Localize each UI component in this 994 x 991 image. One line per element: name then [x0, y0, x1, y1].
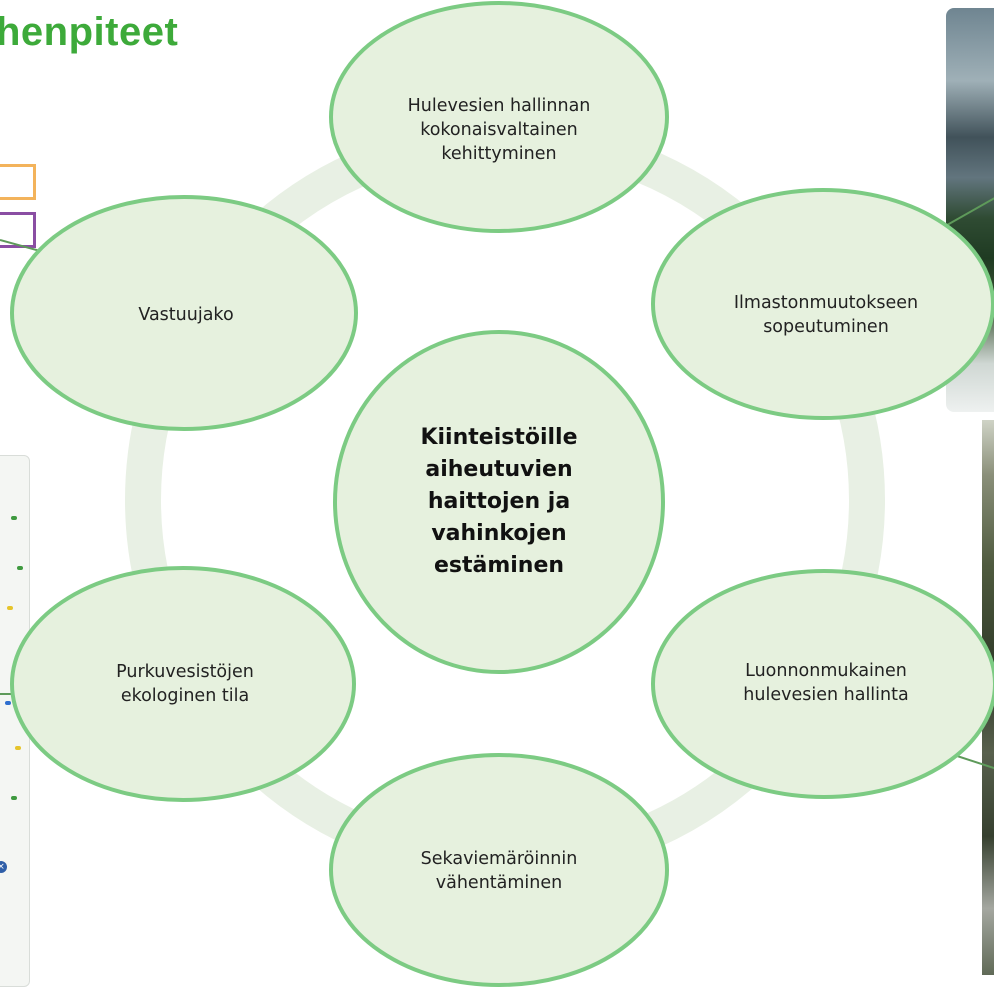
node-bottom: [329, 753, 669, 987]
map-close-icon[interactable]: ×: [0, 861, 7, 873]
label-left-upper: Vastuujako: [138, 305, 234, 325]
label-right-lower: Luonnonmukainen hulevesien hallinta: [743, 661, 909, 705]
node-top: [329, 1, 669, 233]
node-right-upper: [651, 188, 994, 420]
node-left-upper: [10, 195, 358, 431]
label-center: Kiinteistöille aiheutuvien haittojen ja …: [420, 425, 578, 578]
label-right-upper: Ilmastonmuutokseen sopeutuminen: [733, 293, 919, 337]
legend-box-orange: [0, 164, 36, 200]
label-top: Hulevesien hallinnan kokonaisvaltainen k…: [407, 96, 591, 164]
label-left-lower: Purkuvesistöjen ekologinen tila: [116, 662, 254, 706]
node-center: [333, 330, 665, 674]
page-title: henpiteet: [0, 10, 179, 54]
node-right-lower: [651, 569, 994, 799]
label-bottom: Sekaviemäröinnin vähentäminen: [420, 849, 578, 893]
node-left-lower: [10, 566, 356, 802]
